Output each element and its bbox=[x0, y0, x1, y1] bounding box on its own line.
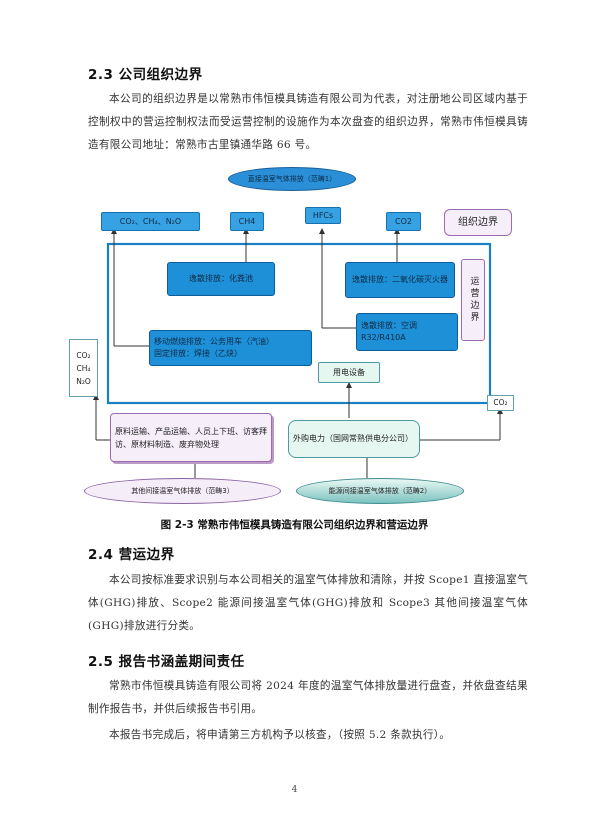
page-number: 4 bbox=[291, 785, 298, 795]
section-2-5-body-2: 本报告书完成后，将申请第三方机构予以核查，（按照 5.2 条款执行）。 bbox=[109, 729, 451, 741]
fugitive-co2-extinguisher-box: 逸散排放：二氧化碳灭火器 bbox=[345, 262, 455, 298]
scope3-sources-box: 原料运输、产品运输、人员上下班、访客拜访、原材料制造、废弃物处理 bbox=[110, 413, 272, 462]
section-2-5-heading: 2.5 报告书涵盖期间责任 bbox=[88, 654, 245, 670]
direct-emissions-scope1-oval: 直接温室气体排放（范畴1） bbox=[228, 167, 356, 191]
fugitive-septic-box: 逸散排放：化粪池 bbox=[167, 262, 275, 296]
gas-box-ch4: CH4 bbox=[230, 212, 264, 231]
section-2-3-heading: 2.3 公司组织边界 bbox=[88, 67, 203, 83]
operational-boundary-frame bbox=[106, 242, 492, 405]
mobile-fixed-combustion-box: 移动燃烧排放：公务用车（汽油） 固定排放：焊接（乙炔） bbox=[149, 330, 312, 366]
energy-indirect-scope2-oval: 能源间接温室气体排放（范畴2） bbox=[296, 478, 464, 504]
fugitive-ac-box: 逸散排放：空调 R32/R410A bbox=[356, 313, 458, 351]
section-2-4-heading: 2.4 营运边界 bbox=[88, 547, 175, 563]
section-2-4-body: 本公司按标准要求识别与本公司相关的温室气体排放和清除，并按 Scope1 直接温… bbox=[88, 574, 528, 632]
section-2-3-body: 本公司的组织边界是以常熟市伟恒模具铸造有限公司为代表，对注册地公司区域内基于控制… bbox=[88, 93, 528, 151]
purchased-power-box: 外购电力（国网常熟供电分公司） bbox=[288, 420, 420, 458]
gas-box-co2-ch4-n2o: CO₂、CH₄、N₂O bbox=[101, 212, 200, 231]
boundary-diagram: 直接温室气体排放（范畴1） CO₂、CH₄、N₂O CH4 HFCs CO2 组… bbox=[69, 167, 514, 504]
diagram-connectors bbox=[93, 228, 503, 478]
left-gases-box: CO₂ CH₄ N₂O bbox=[69, 339, 98, 397]
indirect-scope3-oval: 其他间接温室气体排放（范畴3） bbox=[84, 478, 281, 504]
right-gas-box: CO₂ bbox=[487, 395, 514, 411]
gas-box-hfcs: HFCs bbox=[305, 207, 341, 224]
electric-equipment-box: 用电设备 bbox=[318, 362, 380, 383]
figure-caption: 图 2-3 常熟市伟恒模具铸造有限公司组织边界和营运边界 bbox=[160, 519, 429, 531]
ops-boundary-label: 运营边界 bbox=[461, 259, 485, 341]
org-boundary-label: 组织边界 bbox=[444, 209, 512, 236]
section-2-5-body-1: 常熟市伟恒模具铸造有限公司将 2024 年度的温室气体排放量进行盘查，并依盘查结… bbox=[88, 680, 528, 715]
gas-box-co2: CO2 bbox=[386, 212, 421, 231]
